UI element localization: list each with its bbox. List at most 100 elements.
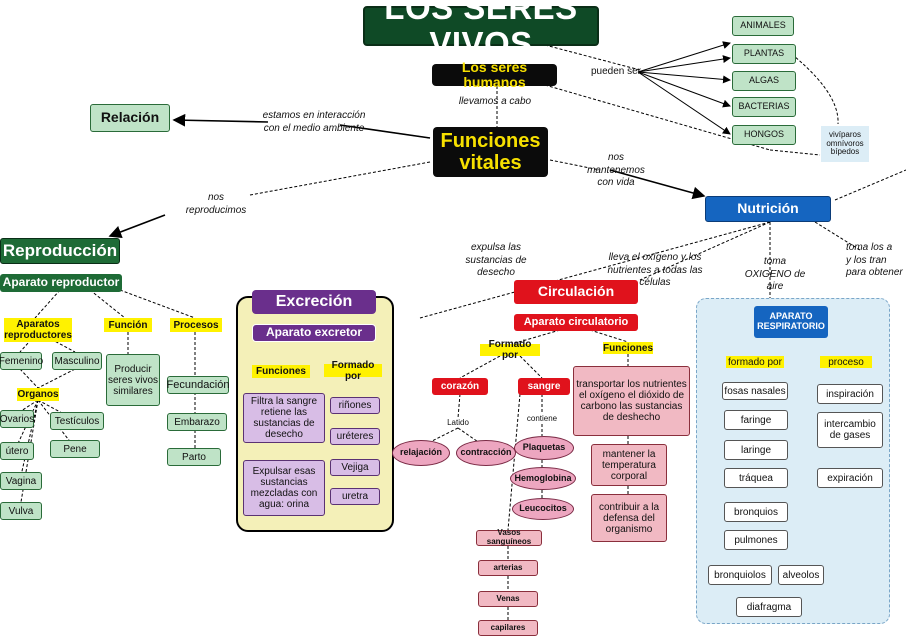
label-expulsa-2: sustancias de desecho [465, 254, 527, 279]
excrecion-formado-label: Formado por [324, 360, 382, 382]
embarazo-node: Embarazo [167, 413, 227, 431]
vulva-node: Vulva [0, 502, 42, 520]
parto-node: Parto [167, 448, 221, 466]
trait-1: vivíparos [828, 129, 861, 139]
process-expiracion: expiración [817, 468, 883, 488]
label-interaccion-2: con el medio ambiente [263, 122, 365, 134]
vasos-node: Vasos sanguíneos [476, 528, 542, 546]
funciones-line-1: Funciones [440, 130, 541, 152]
process-intercambio: intercambio de gases [817, 412, 883, 448]
aparato-respiratorio-node: APARATO RESPIRATORIO [754, 306, 828, 338]
respiratorio-line-2: RESPIRATORIO [757, 321, 825, 331]
aparatos-line-1: Aparatos [16, 319, 60, 330]
kingdom-hongos: HONGOS [732, 125, 796, 145]
respiratorio-proceso-label: proceso [820, 356, 872, 368]
aparato-circulatorio-node: Aparato circulatorio [514, 314, 638, 331]
procesos-label: Procesos [170, 318, 222, 332]
femenino-node: Femenino [0, 352, 43, 370]
bronquiolos-node: bronquiolos [708, 565, 772, 585]
label-tomalos-1: toma los a [846, 242, 893, 253]
organos-label: Organos [17, 388, 59, 401]
label-mantenemos-1: nos mantenemos [587, 152, 645, 176]
circulacion-func-1: transportar los nutrientes el oxígeno el… [573, 366, 690, 436]
label-mantenemos-2: con vida [597, 177, 635, 188]
circulacion-func-2: mantener la temperatura corporal [591, 444, 667, 486]
hemoglobina-node: Hemoglobina [510, 467, 576, 490]
organ-ureteres: uréteres [330, 428, 380, 445]
label-expulsa-1: expulsa las [470, 242, 522, 253]
label-toma-2: OXIGENO de aire [744, 268, 806, 293]
organ-traquea: tráquea [724, 468, 788, 488]
label-expulsa: expulsa las sustancias de desecho [446, 242, 546, 280]
excrecion-funciones-label: Funciones [252, 365, 310, 378]
testiculos-node: Testículos [50, 412, 104, 430]
label-tomalos: toma los a y los tran para obtener [846, 242, 906, 280]
pene-node: Pene [50, 440, 100, 458]
kingdom-algas: ALGAS [732, 71, 796, 91]
alveolos-node: alveolos [778, 565, 824, 585]
utero-node: útero [0, 442, 34, 460]
vagina-node: Vagina [0, 472, 42, 490]
funciones-vitales-node: Funciones vitales [433, 127, 548, 177]
label-tomalos-3: para obtener [846, 267, 903, 278]
label-lleva-2: nutrientes a todas las células [607, 264, 703, 289]
circulacion-node: Circulación [514, 280, 638, 304]
kingdom-plantas: PLANTAS [732, 44, 796, 64]
label-llevamos: llevamos a cabo [458, 96, 532, 107]
arterias-node: arterias [478, 560, 538, 576]
funcion-label: Función [104, 318, 152, 332]
diafragma-node: diafragma [736, 597, 802, 617]
label-toma: toma OXIGENO de aire [740, 256, 810, 294]
producir-node: Producir seres vivos similares [106, 354, 160, 406]
organ-fosas-nasales: fosas nasales [722, 382, 788, 400]
funciones-line-2: vitales [459, 152, 522, 174]
kingdom-bacterias: BACTERIAS [732, 97, 796, 117]
aparatos-reproductores-label: Aparatos reproductores [4, 318, 72, 342]
label-latido: Latido [447, 418, 469, 427]
organ-bronquios: bronquios [724, 502, 788, 522]
corazon-node: corazón [432, 378, 488, 395]
label-toma-1: toma [763, 256, 787, 267]
excrecion-func-1: Filtra la sangre retiene las sustancias … [243, 393, 325, 443]
organ-pulmones: pulmones [724, 530, 788, 550]
circulacion-formado-label: Formado por [480, 339, 540, 361]
capilares-node: capilares [478, 620, 538, 636]
circulacion-funciones-label: Funciones [603, 342, 654, 354]
relacion-node: Relación [90, 104, 170, 132]
organ-vejiga: Vejiga [330, 459, 380, 476]
relajacion-node: relajación [392, 440, 450, 466]
reproduccion-node: Reproducción [0, 238, 120, 264]
label-lleva: lleva el oxígeno y los nutrientes a toda… [594, 252, 716, 290]
circulacion-func-3: contribuir a la defensa del organismo [591, 494, 667, 542]
excrecion-func-2: Expulsar esas sustancias mezcladas con a… [243, 460, 325, 516]
label-mantenemos: nos mantenemos con vida [578, 152, 654, 190]
label-interaccion-1: estamos en interacción [262, 110, 366, 121]
label-tomalos-2: y los tran [846, 254, 887, 266]
organ-faringe: faringe [724, 410, 788, 430]
ovarios-node: Ovarios [0, 410, 34, 428]
trait-2: omnívoros [826, 138, 864, 148]
page-title: LOS SERES VIVOS [363, 0, 599, 62]
aparato-reproductor-node: Aparato reproductor [0, 274, 122, 292]
organ-rinones: riñones [330, 397, 380, 414]
label-pueden-ser: pueden ser [590, 66, 642, 77]
nutricion-node: Nutrición [705, 196, 831, 222]
label-lleva-1: lleva el oxígeno y los [608, 252, 702, 263]
process-inspiracion: inspiración [817, 384, 883, 404]
humanos-node: Los seres humanos [432, 59, 557, 90]
trait-3: bípedos [830, 147, 860, 157]
plaquetas-node: Plaquetas [514, 436, 574, 460]
kingdom-animales: ANIMALES [732, 16, 794, 36]
fecundacion-node: Fecundación [167, 376, 230, 394]
venas-node: Venas [478, 591, 538, 607]
sangre-node: sangre [518, 378, 570, 395]
organ-laringe: laringe [724, 440, 788, 460]
masculino-node: Masculino [52, 352, 102, 370]
aparatos-line-2: reproductores [4, 330, 72, 341]
respiratorio-formado-label: formado por [726, 356, 784, 368]
label-interaccion: estamos en interacción con el medio ambi… [262, 110, 366, 135]
aparato-excretor-node: Aparato excretor [252, 324, 376, 342]
organ-uretra: uretra [330, 488, 380, 505]
excrecion-node: Excreción [252, 290, 376, 314]
label-contiene: contiene [526, 414, 558, 423]
